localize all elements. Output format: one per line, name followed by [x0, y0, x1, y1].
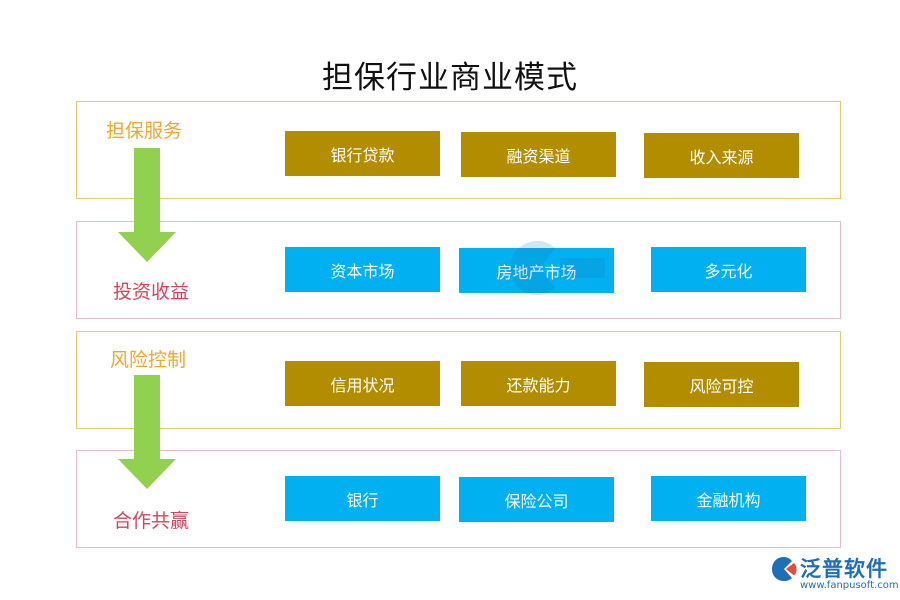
diagram-title: 担保行业商业模式 [322, 60, 578, 96]
section-label-investment-return: 投资收益 [113, 281, 190, 303]
item-box-income-source: 收入来源 [644, 133, 799, 178]
item-box-financial-institution: 金融机构 [651, 476, 806, 521]
item-box-risk-controllable: 风险可控 [644, 362, 799, 407]
item-box-bank: 银行 [285, 476, 440, 521]
item-box-real-estate-market: 房地产市场 [459, 248, 614, 293]
section-panel-investment-return [76, 221, 841, 319]
section-label-guarantee-service: 担保服务 [106, 120, 183, 142]
company-logo-icon [772, 557, 797, 581]
watermark-logo-icon [510, 240, 605, 296]
down-arrow-icon [118, 148, 176, 262]
item-box-repayment-ability: 还款能力 [461, 361, 616, 406]
section-label-cooperation: 合作共赢 [113, 510, 190, 532]
item-box-bank-loan: 银行贷款 [285, 131, 440, 176]
section-label-risk-control: 风险控制 [110, 349, 187, 371]
company-logo-name: 泛普软件 [800, 557, 888, 581]
item-box-credit-status: 信用状况 [285, 361, 440, 406]
item-box-capital-market: 资本市场 [285, 247, 440, 292]
section-panel-cooperation [76, 450, 841, 548]
item-box-diversification: 多元化 [651, 247, 806, 292]
section-panel-risk-control [76, 331, 841, 429]
item-box-insurance-company: 保险公司 [459, 477, 614, 522]
section-panel-guarantee-service [76, 101, 841, 199]
down-arrow-icon [118, 375, 176, 489]
item-box-financing-channel: 融资渠道 [461, 132, 616, 177]
company-logo-url: www.fanpusoft.com [800, 580, 899, 591]
